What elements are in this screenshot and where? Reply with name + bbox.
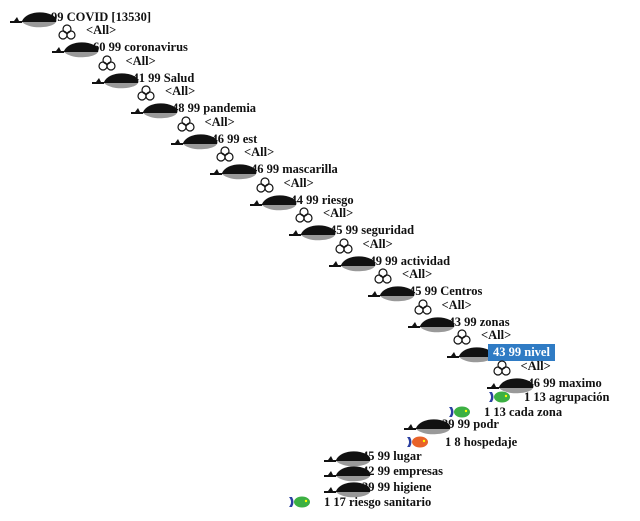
all-filter-label[interactable]: <All> (481, 328, 512, 342)
all-filter-label[interactable]: <All> (165, 84, 196, 98)
node[interactable]: 46 99 est (212, 131, 258, 147)
node-label: 42 99 empresas (362, 464, 444, 478)
fish-icon (407, 436, 428, 448)
node-label: 45 99 lugar (362, 449, 422, 463)
selected-node[interactable]: 43 99 nivel (488, 343, 555, 361)
node-label: 41 99 Salud (132, 70, 195, 85)
node-label: 1 17 riesgo sanitario (324, 495, 432, 509)
node[interactable]: 46 99 maximo (528, 375, 602, 391)
node-label: 46 99 mascarilla (251, 162, 338, 176)
node-label: 44 99 riesgo (290, 192, 354, 207)
node[interactable]: 43 99 zonas (449, 314, 510, 330)
node[interactable]: 39 99 higiene (362, 479, 431, 495)
node-label: 99 COVID [13530] (51, 10, 151, 24)
all-filter-label[interactable]: <All> (244, 145, 275, 159)
node-label: 43 99 nivel (488, 343, 555, 361)
all-filter-label[interactable]: <All> (520, 358, 551, 373)
node-label: 39 99 podr (442, 417, 499, 431)
node-label: 1 8 hospedaje (445, 435, 518, 449)
node[interactable]: 1 8 hospedaje (445, 434, 517, 450)
fish-icon (449, 406, 470, 418)
node[interactable]: 46 99 mascarilla (251, 161, 338, 177)
node-label: 48 99 pandemia (172, 101, 257, 115)
all-filter-label[interactable]: <All> (323, 206, 354, 220)
node[interactable]: 99 COVID [13530] (51, 9, 151, 25)
node-label: 49 99 actividad (369, 253, 451, 268)
node-label: 1 13 cada zona (484, 405, 563, 419)
node[interactable]: 45 99 seguridad (330, 222, 414, 238)
node-label: 45 99 Centros (409, 284, 483, 298)
all-filter-label[interactable]: <All> (441, 297, 472, 312)
node[interactable]: 1 13 agrupación (524, 389, 609, 405)
node-label: 46 99 est (211, 131, 258, 146)
all-filter-label[interactable]: <All> (125, 53, 156, 68)
node[interactable]: 44 99 riesgo (291, 192, 354, 208)
node-label: 39 99 higiene (362, 480, 432, 494)
all-filter-label[interactable]: <All> (283, 175, 314, 190)
all-filter-label[interactable]: <All> (204, 114, 235, 129)
node-label: 1 13 agrupación (524, 390, 610, 404)
node-label: 46 99 maximo (527, 375, 602, 390)
node[interactable]: 45 99 lugar (362, 448, 422, 464)
node-label: 43 99 zonas (448, 314, 510, 329)
node[interactable]: 39 99 podr (442, 416, 499, 432)
node[interactable]: 42 99 empresas (362, 463, 443, 479)
fish-icon (289, 496, 310, 508)
node-label: 45 99 seguridad (330, 223, 415, 237)
node[interactable]: 1 13 cada zona (484, 404, 562, 420)
node[interactable]: 45 99 Centros (409, 283, 482, 299)
node[interactable]: 60 99 coronavirus (93, 39, 188, 55)
node[interactable]: 1 17 riesgo sanitario (324, 494, 431, 510)
all-filter-label[interactable]: <All> (402, 267, 433, 281)
fish-icon (489, 391, 510, 403)
all-filter-label[interactable]: <All> (86, 23, 117, 37)
all-filter-label[interactable]: <All> (362, 236, 393, 251)
node-label: 60 99 coronavirus (93, 40, 188, 54)
node[interactable]: 49 99 actividad (370, 253, 451, 269)
node[interactable]: 41 99 Salud (133, 70, 195, 86)
node[interactable]: 48 99 pandemia (172, 100, 256, 116)
